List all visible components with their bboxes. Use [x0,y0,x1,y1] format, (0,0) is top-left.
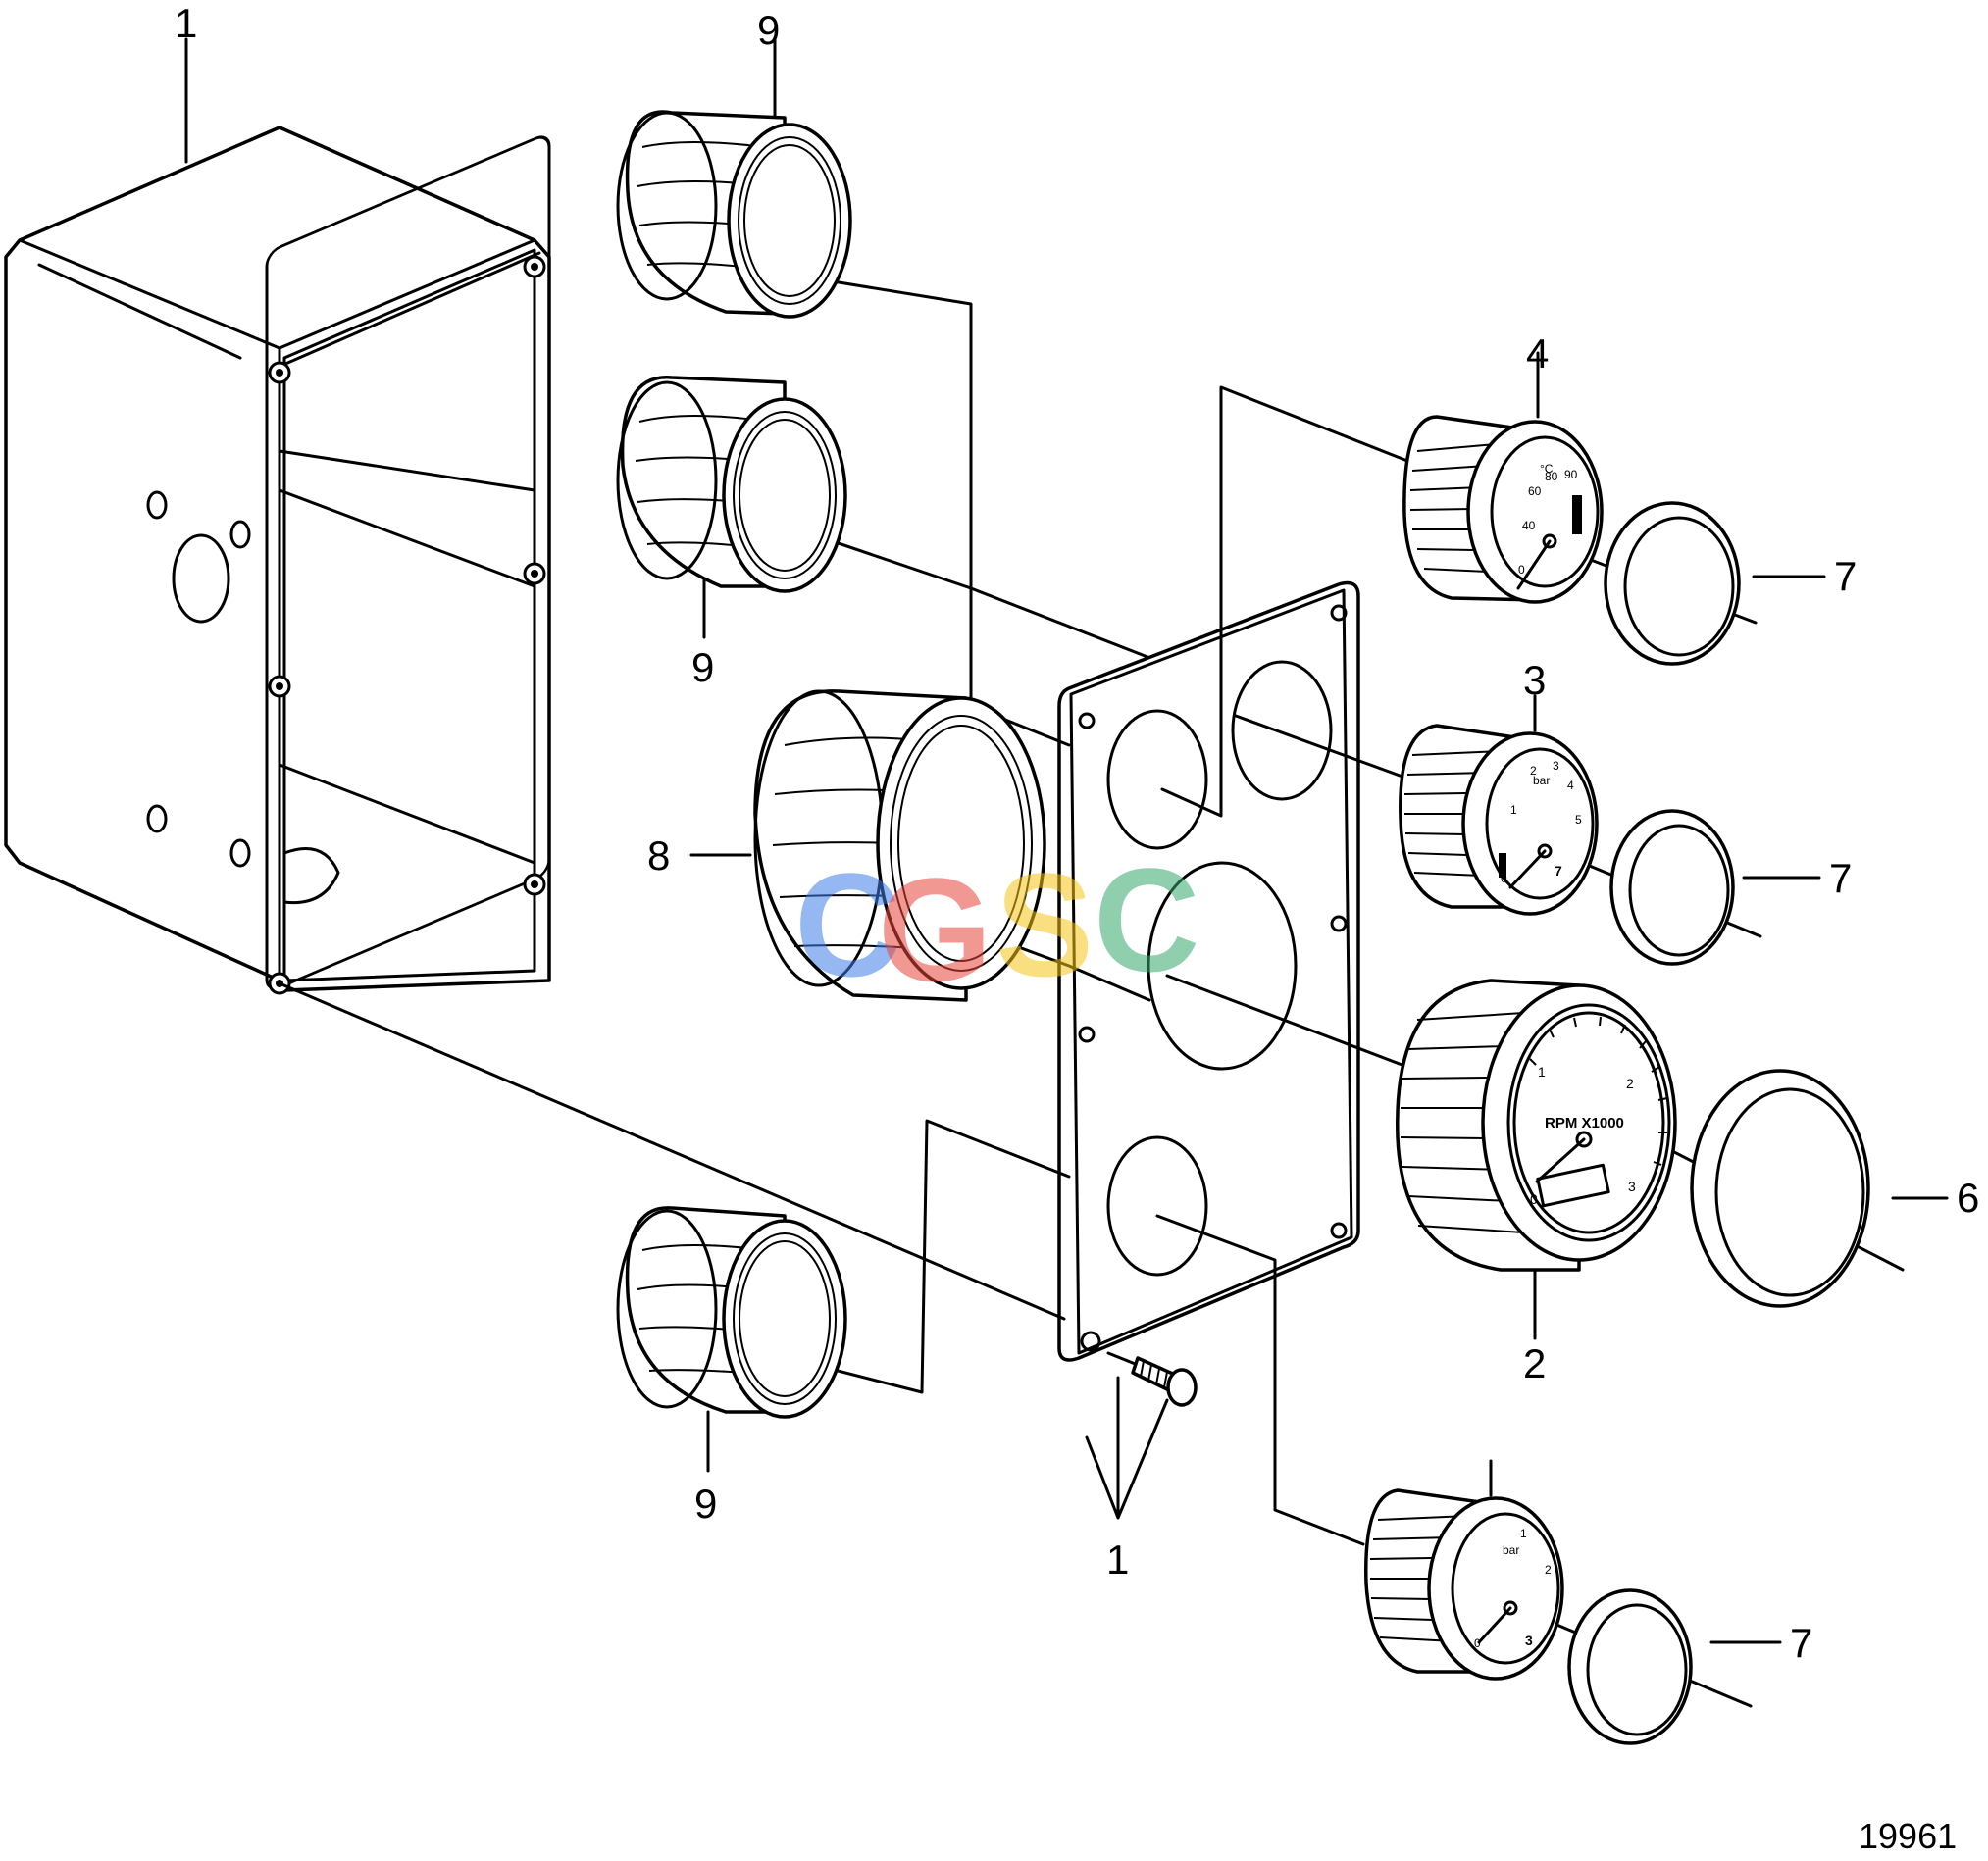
oil-scale-5: 5 [1575,813,1582,827]
bezel-oil-pressure-callout: 7 [1829,855,1852,901]
nut-middle-callout: 9 [691,644,714,690]
oil-scale-3: 3 [1553,759,1559,773]
nut-bottom-callout: 9 [694,1481,717,1527]
oil-scale-4: 4 [1567,779,1574,792]
tach-scale-1: 1 [1538,1064,1546,1080]
small-scale-3: 3 [1525,1633,1533,1648]
tachometer: RPM X1000 0 1 2 3 2 [1396,979,1677,1386]
watermark-letter-2: G [878,847,993,1012]
temp-scale-90: 90 [1564,468,1578,481]
nut-large-callout: 8 [647,832,670,879]
temp-scale-40: 40 [1522,519,1536,532]
instrument-housing: 1 [4,0,551,995]
temp-scale-0: 0 [1518,563,1525,577]
temp-unit-label: °C [1540,462,1554,476]
small-scale-0: 0 [1474,1636,1481,1650]
bezel-oil-pressure: 7 [1609,809,1852,966]
tach-hour-counter [1536,1163,1610,1208]
small-pressure-gauge: bar 0 1 2 3 [1364,1459,1564,1681]
nut-large: 8 [647,689,1046,1002]
panel-screw: 1 [1085,1351,1198,1583]
small-scale-2: 2 [1545,1563,1552,1577]
figure-number: 19961 [1859,1816,1957,1856]
nut-top: 9 [616,7,852,319]
oil-scale-7: 7 [1555,863,1562,879]
bezel-temperature: 7 [1604,501,1857,666]
temp-scale-60: 60 [1528,484,1542,498]
bezel-large: 6 [1690,1069,1979,1308]
temp-scale-80: 80 [1545,470,1558,483]
housing-callout: 1 [175,0,197,46]
watermark-letter-1: C [794,842,900,1007]
bezel-large-callout: 6 [1957,1175,1979,1221]
temperature-gauge-callout: 4 [1526,330,1549,377]
oil-pressure-gauge-callout: 3 [1523,657,1546,703]
small-scale-1: 1 [1520,1527,1527,1540]
small-unit-label: bar [1503,1543,1519,1557]
bezel-small-pressure-callout: 7 [1790,1620,1812,1666]
oil-scale-1: 1 [1510,803,1517,817]
temp-red-zone-mark [1572,495,1582,534]
tachometer-callout: 2 [1523,1340,1546,1386]
tach-unit-label: RPM X1000 [1545,1115,1624,1132]
watermark-letter-3: S [995,842,1094,1007]
bezel-temperature-callout: 7 [1834,553,1857,599]
oil-scale-2: 2 [1530,764,1537,778]
tach-scale-2: 2 [1626,1076,1634,1091]
nut-middle: 9 [616,376,847,690]
bezel-small-pressure: 7 [1567,1588,1812,1745]
mounting-panel [1057,580,1360,1362]
nut-top-callout: 9 [757,7,780,53]
screw-callout: 1 [1106,1536,1129,1583]
oil-unit-label: bar [1533,774,1550,787]
temperature-gauge: °C 0 40 60 80 90 4 [1402,330,1604,604]
tach-scale-3: 3 [1628,1179,1636,1194]
oil-scale-0: 0 [1501,872,1507,885]
oil-red-zone-mark [1499,853,1506,878]
nut-bottom: 9 [616,1206,847,1527]
watermark-letter-4: C [1094,837,1199,1002]
watermark: C G S C [794,837,1199,1012]
oil-pressure-gauge: bar 0 1 2 3 4 5 7 3 [1399,657,1599,916]
tach-scale-0: 0 [1530,1191,1538,1207]
